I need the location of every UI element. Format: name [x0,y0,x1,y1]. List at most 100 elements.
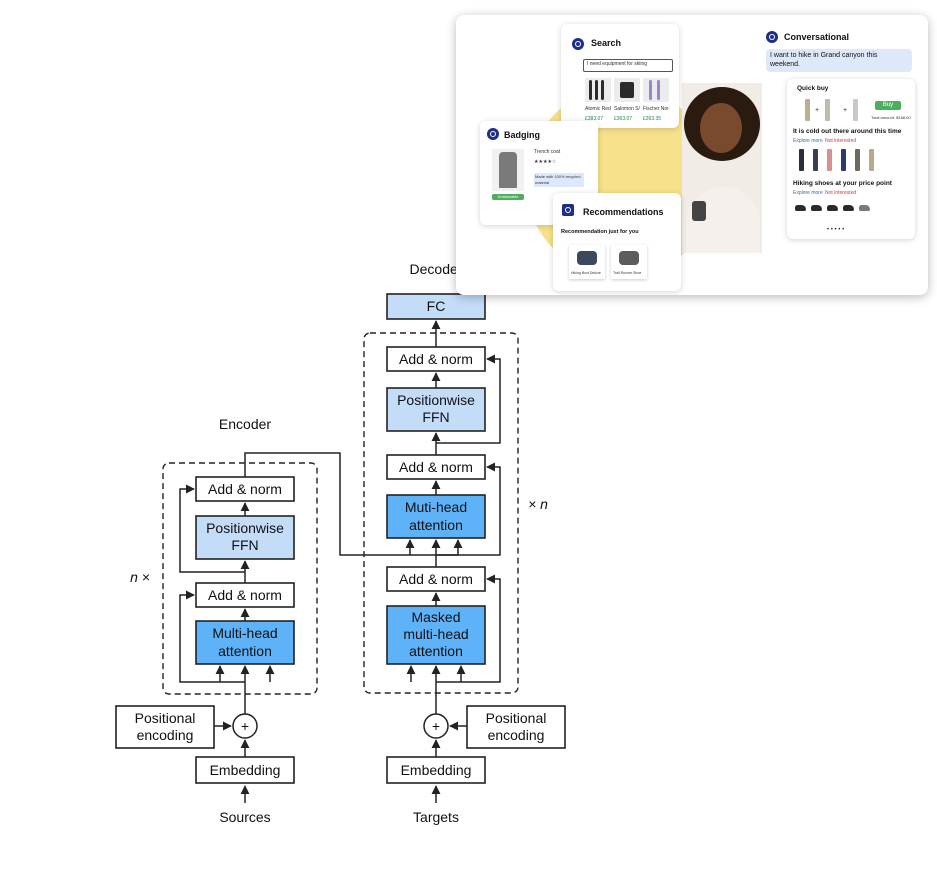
decoder-repeat-frame [363,332,519,694]
svg-text:+: + [241,718,249,734]
carousel-dots[interactable]: • • • • • [827,227,845,233]
svg-text:attention: attention [409,643,463,659]
decoder-embedding: Embedding [386,756,486,784]
product-image [643,78,669,102]
shopping-bag-icon [562,204,574,216]
search-icon [572,38,584,50]
product-price: £393.35 [643,116,662,122]
explore-more-link[interactable]: Explore more [793,138,823,144]
decoder-masked-attention: Masked multi-head attention [386,605,486,665]
explore-more-link[interactable]: Explore more [793,190,823,196]
badge-icon [487,128,499,140]
recommendations-card: Recommendations Recommendation just for … [553,193,681,291]
pants-image [825,99,830,121]
encoder-positional-encoding: Positional encoding [115,705,215,749]
plus-icon: + [843,107,848,114]
quick-buy-panel: Quick buy + + Buy Total amount: $168.00 … [787,79,915,239]
pants-image [799,149,804,171]
svg-text:encoding: encoding [137,727,194,743]
buy-button[interactable]: Buy [875,101,901,110]
svg-text:Embedding: Embedding [210,762,281,778]
pants-image [869,149,874,171]
encoder-multi-head-attention: Multi-head attention [195,620,295,665]
decoder-plus-node: + [423,713,449,739]
svg-text:FFN: FFN [231,537,258,553]
svg-text:Multi-head: Multi-head [212,625,277,641]
svg-text:Add & norm: Add & norm [208,481,282,497]
svg-text:multi-head: multi-head [403,626,468,642]
product-image [614,78,640,102]
svg-text:FC: FC [427,298,446,314]
product-name: Atomic Redster X... [585,106,611,112]
svg-text:Positional: Positional [135,710,196,726]
pants-image [827,149,832,171]
product-image [585,78,611,102]
svg-text:Embedding: Embedding [401,762,472,778]
recommended-item-name: Trail Runner Shoe [613,271,642,275]
decoder-wires [406,320,501,803]
pants-image [805,99,810,121]
svg-text:Masked: Masked [411,609,460,625]
search-input[interactable]: I need equipment for skiing [583,59,673,72]
decoder-input-label: Targets [413,809,459,825]
recommended-item-name: Hiking Boot Deluxe [571,271,601,275]
badging-card-title: Badging [504,130,540,140]
svg-text:Muti-head: Muti-head [405,499,467,515]
product-price: £383.07 [585,116,604,122]
encoder-plus-node: + [232,713,258,739]
svg-text:encoding: encoding [488,727,545,743]
coat-image [492,149,524,191]
svg-text:attention: attention [409,517,463,533]
recommended-item[interactable] [611,245,647,279]
shoe-image [843,205,854,211]
shoe-image [811,205,822,211]
total-amount: Total amount: $168.00 [871,115,911,120]
search-card: Search I need equipment for skiing Atomi… [561,24,679,128]
pants-image [855,149,860,171]
customer-photo [682,83,762,253]
decoder-cross-attention: Muti-head attention [386,494,486,539]
product-price: £363.07 [614,116,633,122]
shoe-image [795,205,806,211]
hiking-shoes-message: Hiking shoes at your price point [793,180,892,187]
shoe-image [827,205,838,211]
encoder-repeat-label: n × [130,569,150,585]
chat-icon [766,31,778,43]
svg-text:Positionwise: Positionwise [206,520,284,536]
svg-text:FFN: FFN [422,409,449,425]
not-interested-link[interactable]: Not interested [825,138,857,144]
svg-text:Positional: Positional [486,710,547,726]
encoder-input-label: Sources [219,809,270,825]
product-name: Salomon S/PRO 100... [614,106,640,112]
product-name: Fischer Nordic Combi... [643,106,669,112]
pants-image [813,149,818,171]
decoder-add-norm-top: Add & norm [386,346,486,372]
conversational-card-title: Conversational [784,32,850,42]
decoder-positional-encoding: Positional encoding [466,705,566,749]
svg-text:Add & norm: Add & norm [399,571,473,587]
recommended-item[interactable] [569,245,605,279]
user-message: I want to hike in Grand canyon this week… [766,49,912,72]
encoder-title: Encoder [219,416,271,432]
search-card-title: Search [591,38,622,48]
cold-weather-message: It is cold out there around this time [793,128,902,135]
not-interested-link[interactable]: Not interested [825,190,857,196]
pants-image [853,99,858,121]
svg-text:Add & norm: Add & norm [208,587,282,603]
recommendations-card-title: Recommendations [583,207,664,217]
decoder-positionwise-ffn: Positionwise FFN [386,387,486,432]
plus-icon: + [815,107,820,114]
encoder-positionwise-ffn: Positionwise FFN [195,515,295,560]
svg-text:Positionwise: Positionwise [397,392,475,408]
decoder-repeat-label: × n [528,496,548,512]
svg-text:Add & norm: Add & norm [399,351,473,367]
pants-image [841,149,846,171]
rating-stars: ★★★★☆ [534,159,557,165]
decoder-fc: FC [386,293,486,320]
svg-text:attention: attention [218,643,272,659]
decoder-add-norm-bottom: Add & norm [386,566,486,592]
conversational-card: Conversational I want to hike in Grand c… [763,19,927,271]
sustainable-badge: Sustainable [492,194,524,200]
decoder-add-norm-middle: Add & norm [386,454,486,480]
badged-product-name: Trench coat [534,149,561,155]
